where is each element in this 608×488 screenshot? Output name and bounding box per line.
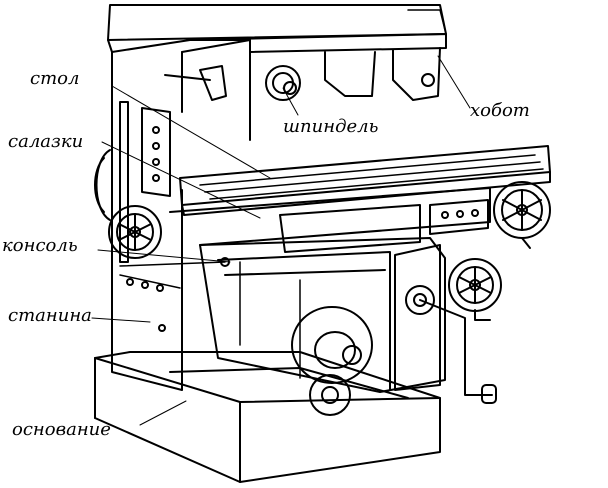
label-spindle: шпиндель (283, 116, 379, 137)
feed-gearbox-drawing (394, 244, 441, 391)
panel-button-icon (152, 142, 160, 150)
column-indicator-icon (158, 324, 166, 332)
saddle-drawing (169, 187, 491, 253)
leader-line-knee (97, 249, 231, 263)
leader-lines (91, 55, 471, 426)
saddle-bolt-icon (471, 209, 479, 217)
label-base: основание (12, 419, 111, 440)
panel-button-icon (152, 126, 160, 134)
saddle-handwheel-drawing (108, 205, 162, 259)
column-handwheel-drawing (94, 149, 111, 221)
saddle-bolt-icon (456, 210, 464, 218)
leader-line-base (139, 400, 187, 426)
feed-motor-shaft-icon (342, 345, 362, 365)
leader-line-overarm (437, 55, 471, 109)
label-column: станина (8, 305, 92, 326)
panel-button-icon (152, 158, 160, 166)
table-drawing (179, 145, 551, 216)
knee-handwheel-drawing (448, 258, 502, 321)
overarm-arbor-icon (421, 73, 435, 87)
column-guide (119, 101, 129, 263)
column-indicator-icon (126, 278, 134, 286)
crank-handle-drawing (419, 299, 497, 404)
column-indicator-icon (141, 281, 149, 289)
base-drawing (94, 351, 441, 483)
panel-button-icon (152, 174, 160, 182)
control-panel-drawing (141, 107, 171, 197)
spindle-nose-icon (283, 81, 297, 95)
leader-line-saddle (101, 141, 261, 219)
leader-line-table (111, 85, 271, 179)
leader-line-column (91, 317, 151, 323)
label-table: стол (30, 68, 80, 89)
table-handwheel-drawing (493, 181, 551, 249)
label-knee: консоль (2, 235, 78, 256)
spindle-drawing (265, 65, 301, 101)
label-overarm: хобот (470, 100, 530, 121)
label-saddle: салазки (8, 131, 84, 152)
overarm-drawing (107, 4, 447, 101)
leader-line-spindle (282, 87, 299, 116)
feed-motor-drawing (291, 306, 373, 416)
knee-lever-drawing (119, 257, 230, 267)
knee-drawing (199, 237, 446, 393)
saddle-bolt-icon (441, 211, 449, 219)
column-indicator-icon (156, 284, 164, 292)
work-lamp-drawing (164, 65, 227, 101)
